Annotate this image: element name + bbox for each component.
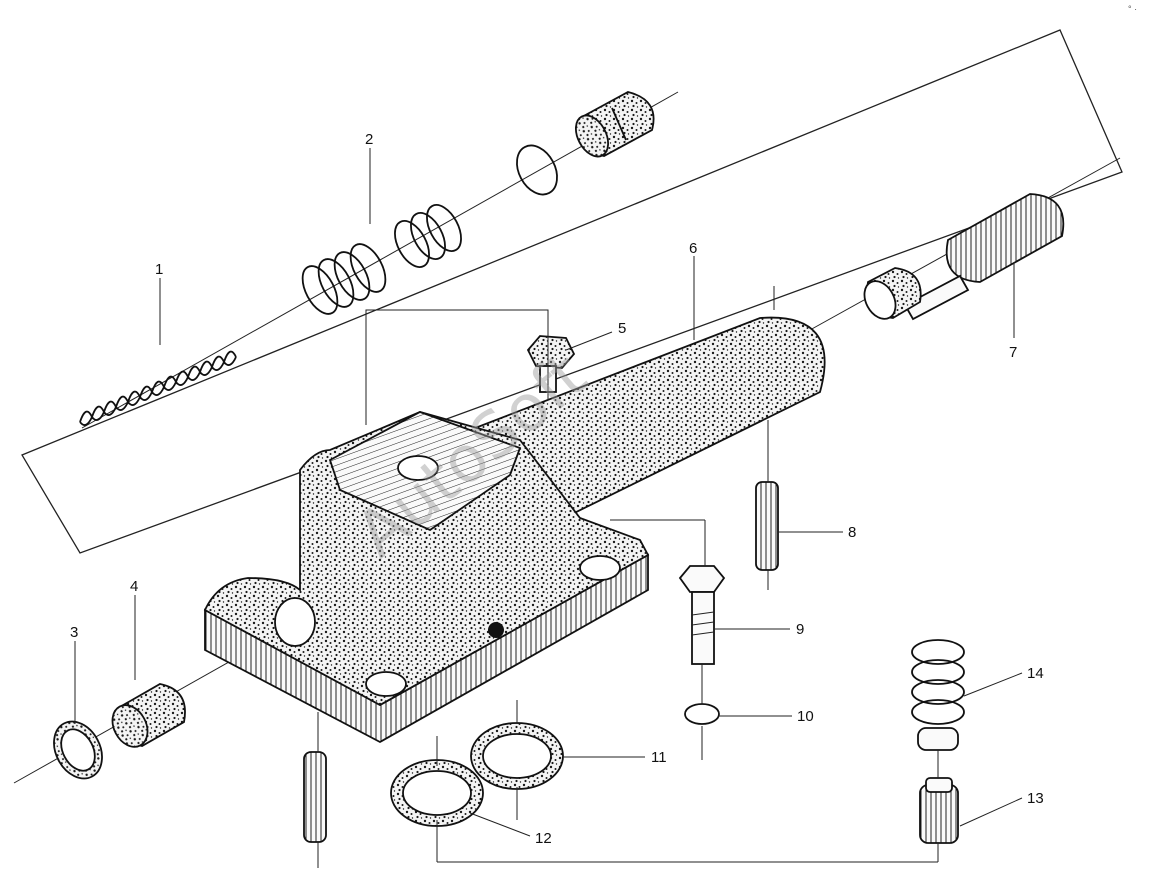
part-13-valve — [919, 777, 959, 844]
lower-dowel-pin — [303, 751, 327, 843]
callout-7: 7 — [1009, 344, 1017, 361]
corner-mark: ° · — [1128, 4, 1137, 14]
part-1-spring — [79, 350, 237, 426]
part-4-plug — [111, 683, 186, 748]
callout-6: 6 — [689, 240, 697, 257]
part-14-spring — [911, 639, 965, 751]
callout-12: 12 — [535, 830, 552, 847]
snap-ring-upper — [516, 144, 558, 196]
part-3-ring — [53, 720, 103, 780]
subassembly-frame — [21, 29, 1123, 554]
part-9-bolt — [678, 565, 726, 665]
callout-10: 10 — [797, 708, 814, 725]
callout-14: 14 — [1027, 665, 1044, 682]
callout-5: 5 — [618, 320, 626, 337]
part-2-spring-set — [301, 204, 462, 315]
part-6-valve-body — [203, 316, 826, 744]
callout-4: 4 — [130, 578, 138, 595]
callout-3: 3 — [70, 624, 78, 641]
part-11-gasket — [470, 722, 564, 790]
part-10-washer — [684, 703, 720, 725]
callout-8: 8 — [848, 524, 856, 541]
callout-13: 13 — [1027, 790, 1044, 807]
callout-2: 2 — [365, 131, 373, 148]
part-7-spool — [863, 193, 1065, 321]
callout-11: 11 — [651, 749, 667, 766]
part-8-pin — [755, 481, 779, 571]
upper-plug — [574, 91, 655, 158]
leader-lines — [74, 148, 1023, 868]
callout-1: 1 — [155, 261, 163, 278]
part-12-gasket — [390, 759, 484, 827]
callout-9: 9 — [796, 621, 804, 638]
